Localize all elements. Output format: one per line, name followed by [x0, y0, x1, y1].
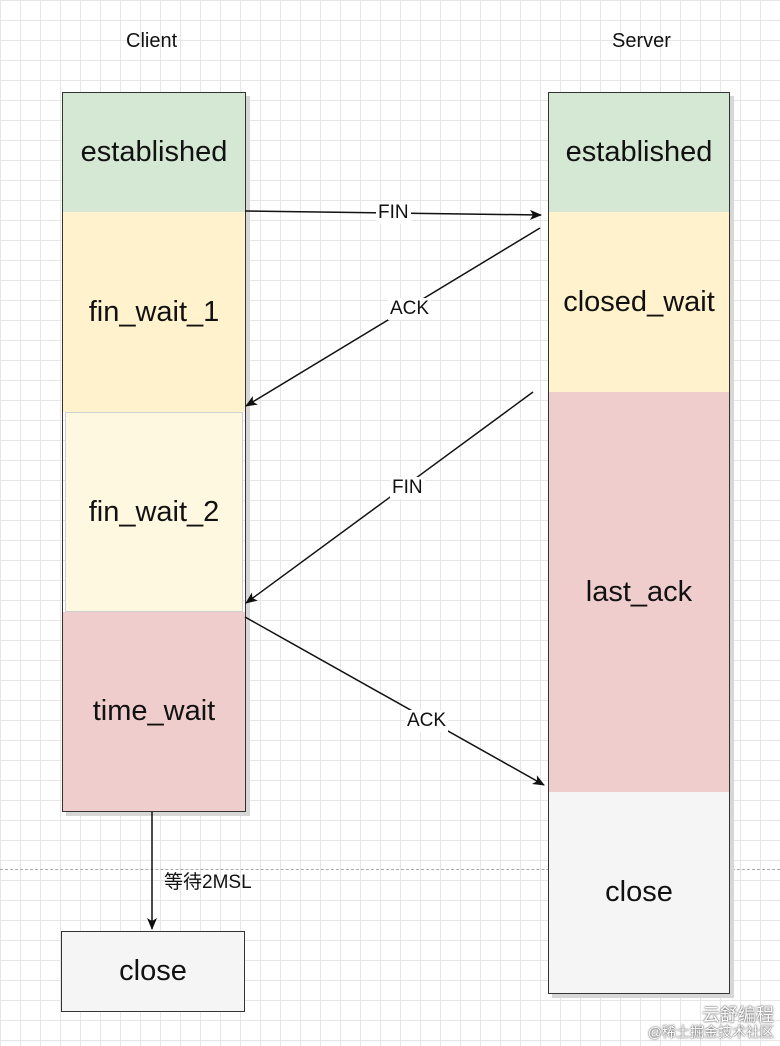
client-state-fin-wait-2: fin_wait_2	[65, 412, 243, 612]
ack-label-1: ACK	[388, 298, 432, 320]
msl-divider-line	[0, 869, 780, 870]
server-state-close: close	[549, 792, 729, 993]
watermark-subtitle: @稀土掘金技术社区	[647, 1024, 774, 1040]
fin-arrow-2	[245, 391, 534, 604]
client-close-box: close	[61, 931, 245, 1012]
server-header: Server	[612, 30, 671, 52]
server-state-closed-wait: closed_wait	[549, 212, 729, 392]
server-lifeline: established closed_wait last_ack close	[548, 92, 730, 994]
ack-arrow-2	[244, 616, 545, 786]
wait-2msl-label: 等待2MSL	[164, 872, 252, 893]
fin-label-2: FIN	[390, 477, 425, 499]
ack-label-2: ACK	[405, 710, 449, 732]
client-header: Client	[126, 30, 178, 52]
watermark-title: 云舒编程	[702, 1005, 774, 1025]
client-state-fin-wait-1: fin_wait_1	[63, 212, 245, 412]
server-state-last-ack: last_ack	[549, 392, 729, 792]
client-lifeline: established fin_wait_1 fin_wait_2 time_w…	[62, 92, 246, 812]
client-state-established: established	[63, 93, 245, 212]
server-state-established: established	[549, 93, 729, 212]
client-state-time-wait: time_wait	[63, 612, 245, 811]
fin-label-1: FIN	[376, 202, 411, 224]
client-state-close: close	[119, 955, 187, 987]
